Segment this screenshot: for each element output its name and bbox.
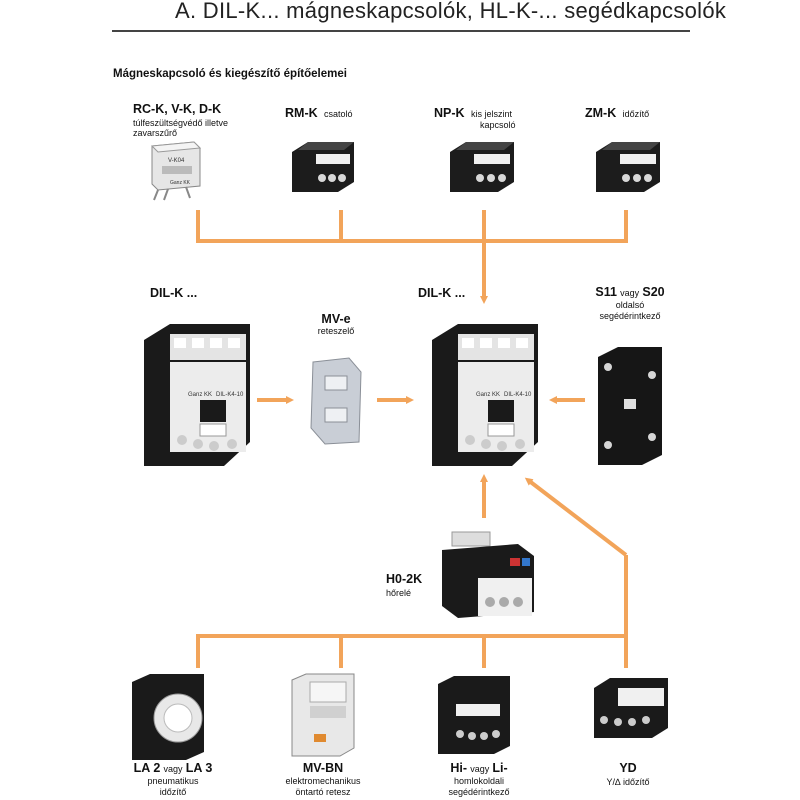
label-rmk: RM-K csatoló xyxy=(285,106,353,120)
svg-text:V-K04: V-K04 xyxy=(168,158,185,164)
desc-relay: hőrelé xyxy=(386,588,412,598)
low-signal-switch-icon xyxy=(450,142,514,192)
svg-text:DIL-K4-10: DIL-K4-10 xyxy=(216,392,244,398)
label-mvbn: MV-BN xyxy=(302,761,344,775)
bottom-bus-line xyxy=(196,634,628,668)
label-la: LA 2 vagy LA 3 xyxy=(133,761,213,775)
header-rule xyxy=(112,30,690,32)
desc-la-2: időzítő xyxy=(159,787,187,797)
top-bus-line xyxy=(196,210,628,243)
desc-rck-1: túlfeszültségvédő illetve xyxy=(133,118,229,128)
section-subtitle: Mágneskapcsoló és kiegészítő építőelemei xyxy=(113,68,347,80)
svg-text:Ganz KK: Ganz KK xyxy=(476,392,500,398)
desc-mvbn-2: öntartó retesz xyxy=(295,787,351,797)
svg-text:Ganz KK: Ganz KK xyxy=(188,392,212,398)
left-contactor-icon: Ganz KK DIL-K4-10 xyxy=(144,324,250,466)
label-rck: RC-K, V-K, D-K xyxy=(133,102,222,116)
front-contact-icon xyxy=(438,676,510,754)
desc-npk-2: kapcsoló xyxy=(480,120,516,130)
interlock-icon xyxy=(310,357,362,445)
desc-hi-1: homlokoldali xyxy=(453,776,505,786)
svg-text:DIL-K4-10: DIL-K4-10 xyxy=(504,392,532,398)
desc-yd: Y/∆ időzítő xyxy=(606,777,650,787)
label-hi: Hi- vagy Li- xyxy=(450,761,508,775)
pneumatic-timer-icon xyxy=(132,674,204,760)
page-header: A. DIL-K... mágneskapcsolók, HL-K-... se… xyxy=(175,0,727,23)
label-npk: NP-K kis jelszint xyxy=(434,106,512,120)
desc-side-contact-2: segédérintkező xyxy=(599,311,661,321)
thermal-relay-icon xyxy=(442,531,534,618)
label-left-contactor: DIL-K ... xyxy=(150,286,198,300)
label-yd: YD xyxy=(619,761,637,775)
desc-hi-2: segédérintkező xyxy=(448,787,510,797)
side-contact-icon xyxy=(598,347,662,465)
suppressor-module-icon: V-K04 Ganz KK xyxy=(150,141,202,201)
label-zmk: ZM-K időzítő xyxy=(585,106,650,120)
label-relay: H0-2K xyxy=(386,572,423,586)
coupler-module-icon xyxy=(292,142,354,192)
svg-text:Ganz KK: Ganz KK xyxy=(170,180,191,186)
desc-mvbn-1: elektromechanikus xyxy=(285,776,361,786)
desc-mve: reteszelő xyxy=(317,326,355,336)
latch-module-icon xyxy=(291,673,355,757)
center-contactor-icon: Ganz KK DIL-K4-10 xyxy=(432,324,538,466)
label-side-contact: S11 vagy S20 xyxy=(595,285,665,299)
desc-la-1: pneumatikus xyxy=(147,776,199,786)
timer-module-icon xyxy=(596,142,660,192)
desc-side-contact-1: oldalsó xyxy=(615,300,645,310)
label-center-contactor: DIL-K ... xyxy=(418,286,466,300)
label-mve: MV-e xyxy=(321,312,351,326)
yd-timer-icon xyxy=(594,678,668,738)
desc-rck-2: zavarszűrő xyxy=(133,128,178,138)
diagonal-arrow xyxy=(524,477,628,557)
